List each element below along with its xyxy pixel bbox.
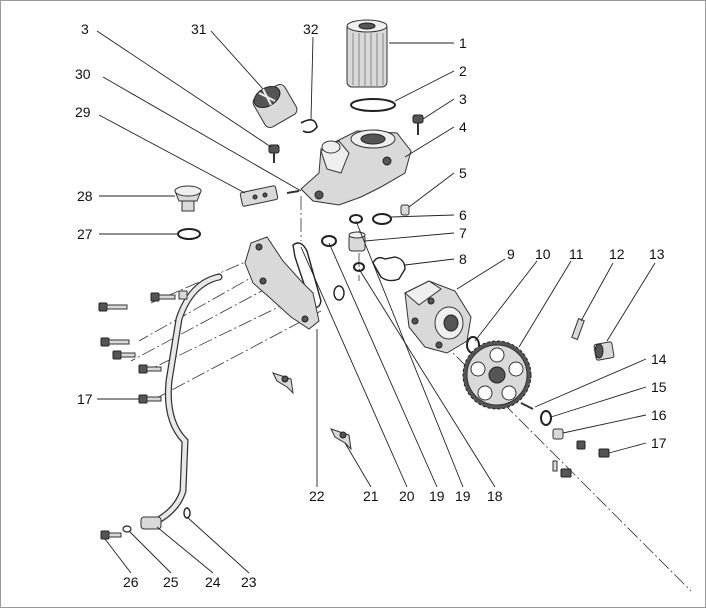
part-label: 12 — [609, 246, 625, 262]
part-label: 13 — [649, 246, 665, 262]
pin — [571, 317, 585, 341]
spring-clip — [300, 119, 318, 134]
seal-ring — [183, 507, 191, 519]
part-label: 23 — [241, 574, 257, 590]
screw — [400, 204, 410, 216]
part-label: 9 — [507, 246, 515, 262]
drive-gear — [462, 340, 532, 410]
bolt — [100, 530, 122, 540]
seal-washer — [353, 262, 365, 272]
filter-insert — [252, 83, 298, 129]
part-label: 15 — [651, 379, 667, 395]
bolt — [138, 394, 162, 404]
part-label: 17 — [651, 435, 667, 451]
part-label: 6 — [459, 207, 467, 223]
bolt — [100, 337, 130, 347]
part-label: 19 — [455, 488, 471, 504]
sleeve — [348, 231, 366, 252]
part-label: 29 — [75, 104, 91, 120]
part-label: 18 — [487, 488, 503, 504]
key-pin — [520, 402, 534, 410]
part-label: 25 — [163, 574, 179, 590]
part-label: 30 — [75, 66, 91, 82]
nut — [552, 428, 564, 440]
washer — [122, 525, 132, 533]
part-label: 5 — [459, 165, 467, 181]
filter-housing — [300, 129, 412, 206]
bolt — [138, 364, 162, 374]
pump-gasket — [372, 256, 406, 282]
seal-washer — [349, 214, 363, 224]
plug — [174, 185, 202, 212]
bolt — [112, 350, 136, 360]
filter-cartridge — [346, 19, 388, 88]
seal-ring — [321, 235, 337, 247]
part-label: 7 — [459, 225, 467, 241]
part-label: 26 — [123, 574, 139, 590]
assembly-axis-lines — [130, 196, 692, 592]
part-label: 22 — [309, 488, 325, 504]
valve-pin — [286, 190, 300, 194]
bushing — [593, 341, 615, 361]
oil-pump — [404, 280, 472, 354]
bolt-small — [412, 114, 424, 135]
part-label: 20 — [399, 488, 415, 504]
stud — [576, 440, 586, 450]
part-label: 32 — [303, 21, 319, 37]
o-ring — [350, 98, 396, 112]
part-label: 4 — [459, 119, 467, 135]
part-label: 2 — [459, 63, 467, 79]
part-number-labels: 1 2 3 4 5 6 7 8 9 10 11 12 13 14 15 16 1… — [75, 21, 667, 590]
bolt — [598, 448, 610, 458]
part-label: 19 — [429, 488, 445, 504]
part-label: 28 — [77, 188, 93, 204]
clip-bracket — [272, 372, 294, 395]
part-label: 27 — [77, 226, 93, 242]
leader-lines — [96, 30, 656, 574]
pump-bracket — [244, 236, 345, 330]
part-label: 31 — [191, 21, 207, 37]
part-label: 21 — [363, 488, 379, 504]
bolt-small — [268, 144, 280, 163]
part-label: 1 — [459, 35, 467, 51]
bolt — [98, 302, 128, 312]
part-label: 16 — [651, 407, 667, 423]
pressure-valve — [239, 185, 279, 207]
clip-bracket — [330, 428, 352, 451]
o-ring — [177, 228, 201, 240]
bolt — [552, 460, 572, 478]
seal-ring — [372, 213, 392, 225]
part-label: 3 — [459, 91, 467, 107]
part-label: 8 — [459, 251, 467, 267]
part-label: 3 — [81, 21, 89, 37]
part-label: 17 — [77, 391, 93, 407]
bolt — [150, 292, 176, 302]
pipe-clamp — [178, 290, 188, 300]
oil-pipe — [140, 273, 223, 530]
part-label: 10 — [535, 246, 551, 262]
washer — [540, 410, 552, 426]
part-label: 11 — [569, 246, 584, 262]
part-label: 14 — [651, 351, 667, 367]
part-label: 24 — [205, 574, 221, 590]
